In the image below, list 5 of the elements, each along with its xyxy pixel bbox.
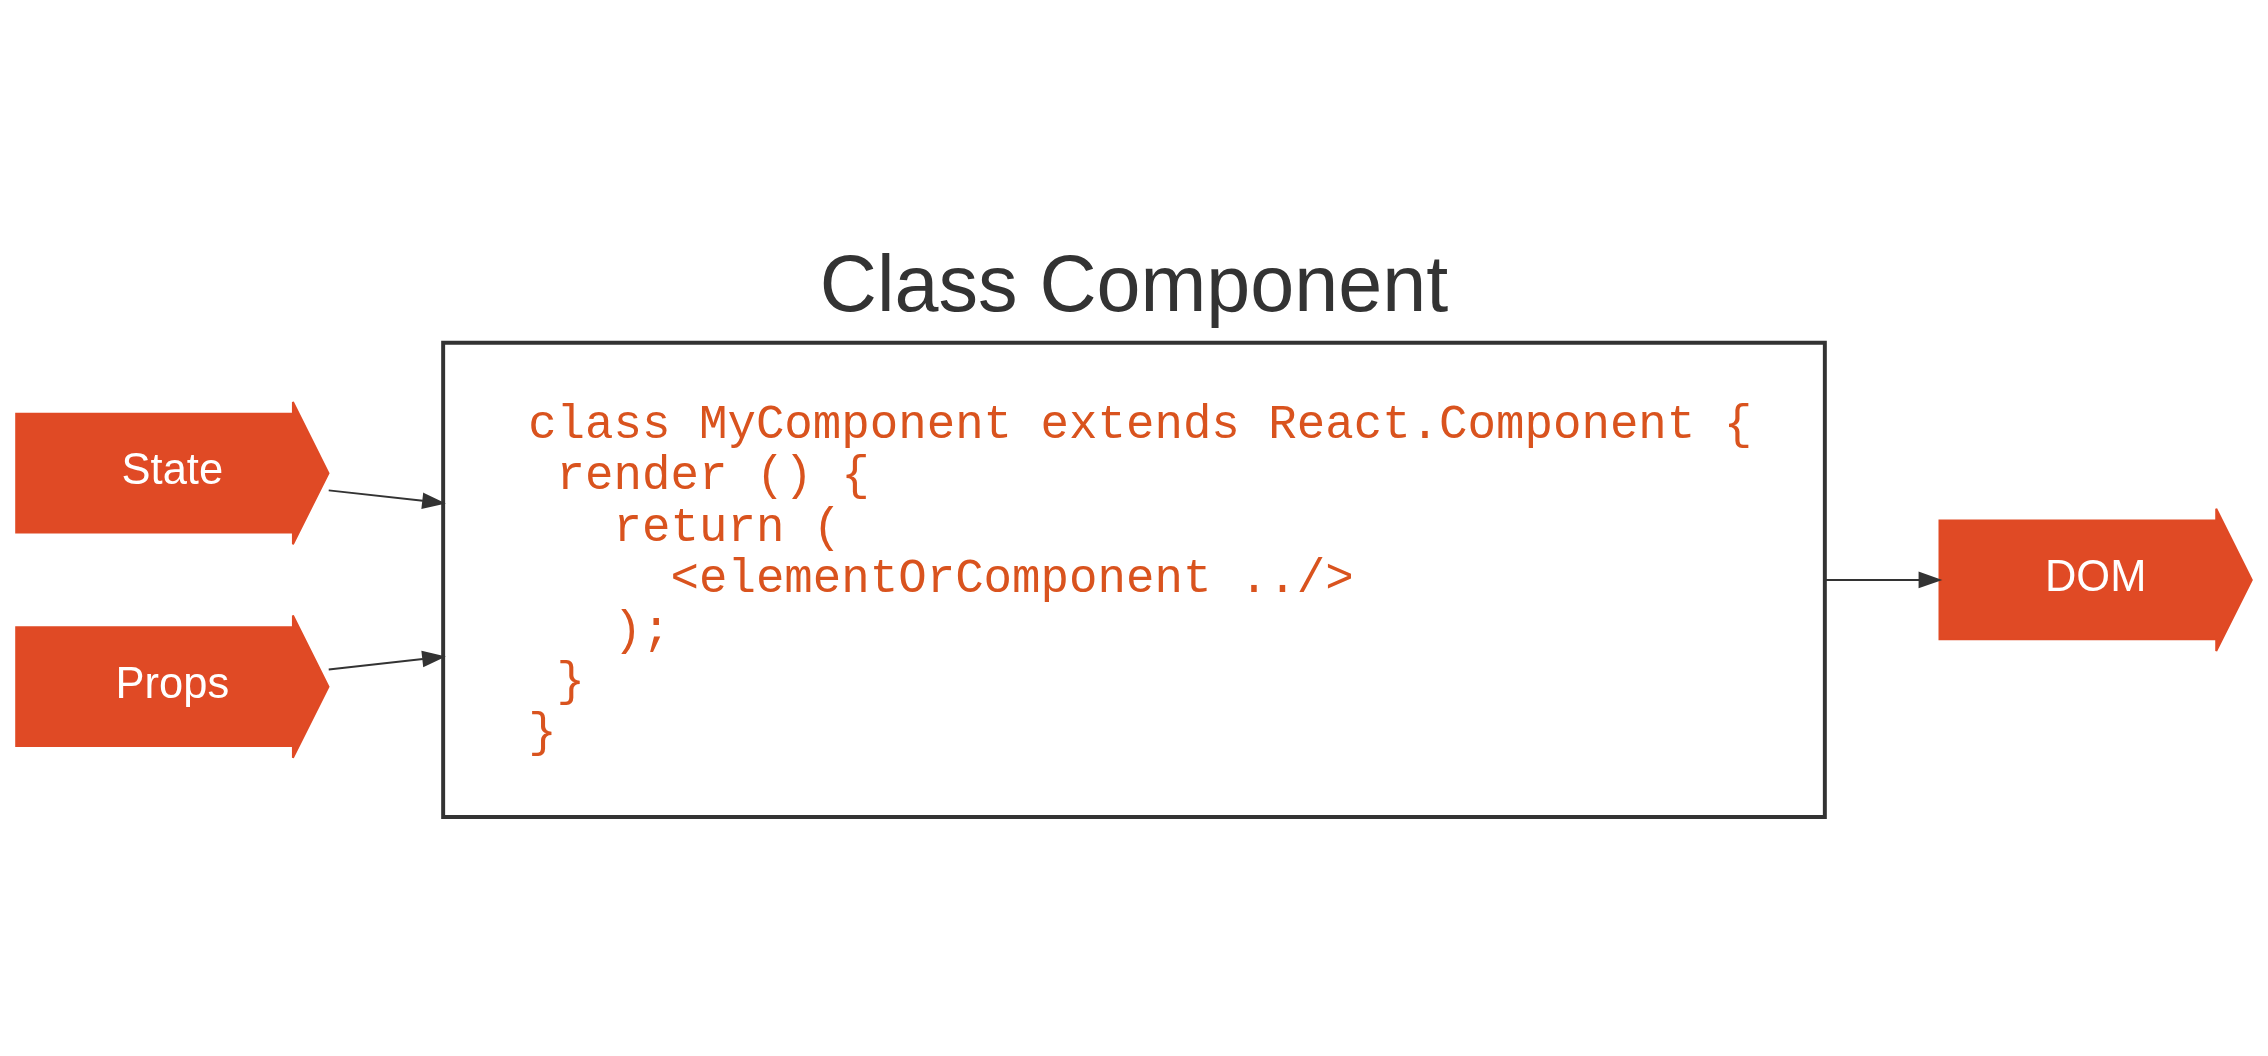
arrow bbox=[327, 488, 446, 509]
arrow bbox=[1824, 571, 1943, 588]
node-box: class MyComponent extends React.Component { render () { return ( <elementOrComponent ../> ); } } bbox=[441, 340, 1827, 819]
arrow bbox=[327, 650, 446, 670]
diagram-title: Class Component bbox=[819, 238, 1449, 328]
